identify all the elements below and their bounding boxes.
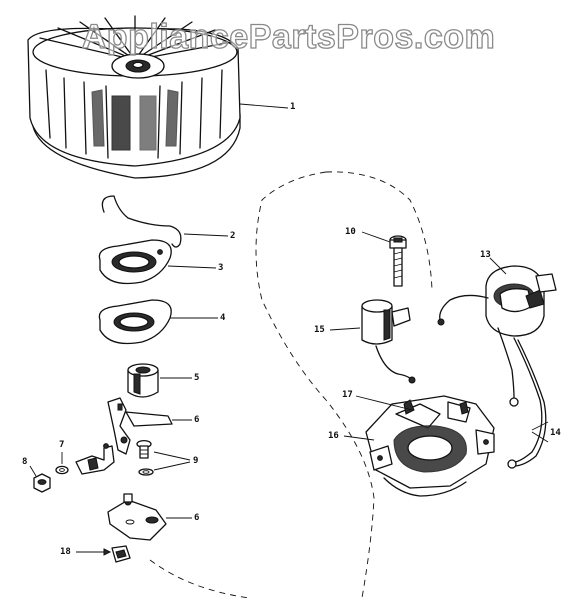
callout-7: 7 [59, 440, 65, 450]
condenser [361, 299, 416, 384]
callout-17: 17 [342, 390, 353, 400]
mounting-screw [389, 235, 407, 287]
callout-3: 3 [218, 263, 224, 273]
ground-wire [513, 337, 543, 463]
gasket [98, 299, 172, 345]
ignition-coil [485, 265, 557, 337]
nut [33, 473, 51, 493]
flywheel [27, 15, 241, 179]
coil-lead-long [497, 327, 515, 399]
callout-4: 4 [220, 313, 226, 323]
ignition-base [365, 395, 495, 497]
callout-15: 15 [314, 325, 325, 335]
spring-wire [101, 195, 182, 248]
contact-point [75, 443, 115, 475]
breaker-arm [107, 397, 173, 455]
cover-plate [98, 239, 172, 285]
callout-18: 18 [60, 547, 71, 557]
clip [111, 545, 131, 563]
screw-and-washer [136, 439, 154, 476]
callout-14: 14 [550, 428, 561, 438]
callout-2: 2 [230, 231, 236, 241]
callout-9: 9 [193, 456, 199, 466]
callout-5: 5 [194, 373, 200, 383]
breaker-plate [107, 493, 167, 541]
callout-1: 1 [290, 102, 296, 112]
callout-10: 10 [345, 227, 356, 237]
callout-8: 8 [22, 457, 28, 467]
callout-13: 13 [480, 250, 491, 260]
coil-lead-short [439, 294, 489, 321]
callout-6-upper: 6 [194, 415, 200, 425]
callout-16: 16 [328, 431, 339, 441]
cam-bushing [127, 363, 159, 398]
washer [55, 465, 69, 475]
callout-6-lower: 6 [194, 513, 200, 523]
